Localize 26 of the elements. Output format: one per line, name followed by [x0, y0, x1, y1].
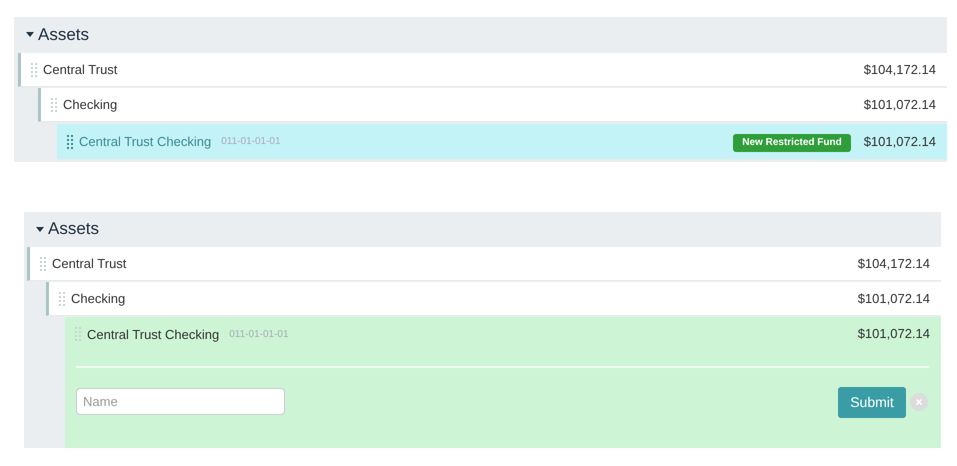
account-code: 011-01-01-01: [221, 136, 281, 147]
account-row: [18, 53, 947, 87]
submit-button: Submit: [838, 387, 906, 418]
account-name: Central Trust: [52, 256, 126, 271]
fund-tag: New Restricted Fund: [733, 134, 851, 152]
close-icon: [910, 393, 928, 411]
section-title: Assets: [48, 219, 100, 239]
account-balance: $101,072.14: [858, 326, 930, 341]
account-name: Central Trust Checking: [87, 326, 220, 342]
account-balance: $101,072.14: [864, 97, 936, 112]
account-name: Central Trust: [43, 62, 118, 77]
account-row: [46, 282, 941, 316]
account-balance: $104,172.14: [858, 256, 930, 271]
account-balance: $104,172.14: [864, 62, 936, 77]
account-form-panel: [65, 317, 941, 448]
account-row: [57, 124, 947, 160]
account-balance: $101,072.14: [864, 134, 936, 149]
account-name: Checking: [63, 97, 118, 112]
account-row: [27, 247, 941, 281]
name-input-field: Name: [76, 388, 285, 415]
account-name: Checking: [71, 291, 126, 306]
section-title: Assets: [38, 24, 90, 44]
account-balance: $101,072.14: [858, 291, 930, 306]
account-row: [38, 88, 947, 122]
account-name: Central Trust Checking: [79, 134, 212, 149]
account-code: 011-01-01-01: [229, 328, 289, 340]
